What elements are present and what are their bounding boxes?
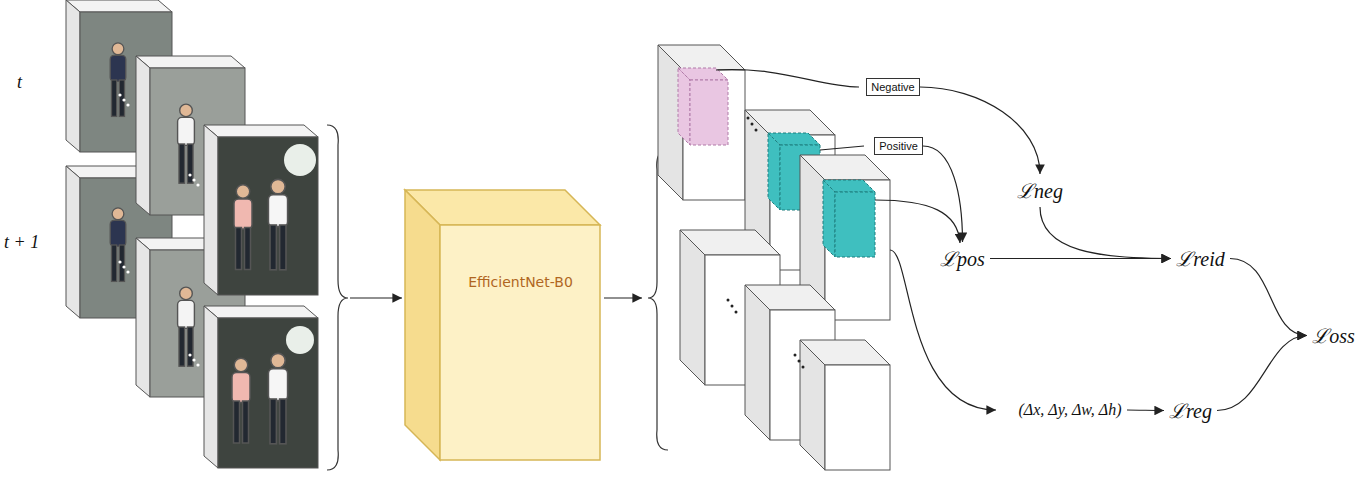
node-text: ℒreid bbox=[1176, 245, 1224, 272]
brace bbox=[648, 150, 668, 450]
backbone-label: EfficientNet-B0 bbox=[461, 269, 580, 295]
loss-term: ℒoss bbox=[1307, 319, 1360, 352]
node-text: (Δx, Δy, Δw, Δh) bbox=[1018, 401, 1121, 419]
connector bbox=[1127, 409, 1164, 411]
flow-arrow bbox=[604, 297, 642, 298]
node-text: Negative bbox=[871, 81, 914, 93]
node-text: Positive bbox=[879, 140, 918, 152]
brace bbox=[327, 125, 348, 470]
connector bbox=[1230, 259, 1307, 336]
node-text: EfficientNet-B0 bbox=[468, 274, 573, 290]
connector bbox=[990, 258, 1171, 259]
connector bbox=[923, 146, 963, 242]
time-label: t + 1 bbox=[4, 232, 39, 253]
flow-arrow bbox=[350, 297, 402, 298]
box-offsets: (Δx, Δy, Δw, Δh) bbox=[1013, 398, 1127, 422]
video-frames bbox=[66, 0, 318, 468]
feature-maps bbox=[658, 45, 890, 470]
node-text: ℒoss bbox=[1312, 322, 1355, 349]
node-text: ℒreg bbox=[1169, 397, 1212, 424]
tag-box: Negative bbox=[866, 78, 920, 96]
connector bbox=[1040, 207, 1171, 259]
connector bbox=[920, 87, 1040, 174]
sample-lines bbox=[716, 69, 996, 410]
node-text: ℒneg bbox=[1017, 177, 1063, 204]
backbone-cube bbox=[405, 190, 600, 460]
node-text: ℒpos bbox=[940, 245, 985, 272]
loss-term: ℒneg bbox=[1012, 174, 1068, 207]
frame-dots bbox=[118, 93, 199, 366]
loss-term: ℒreg bbox=[1164, 394, 1217, 427]
stack-dots bbox=[727, 117, 805, 369]
tag-box: Positive bbox=[874, 137, 923, 155]
loss-term: ℒreid bbox=[1171, 242, 1230, 275]
connector bbox=[1217, 336, 1307, 411]
time-label: t bbox=[17, 72, 22, 93]
loss-term: ℒpos bbox=[935, 242, 990, 275]
